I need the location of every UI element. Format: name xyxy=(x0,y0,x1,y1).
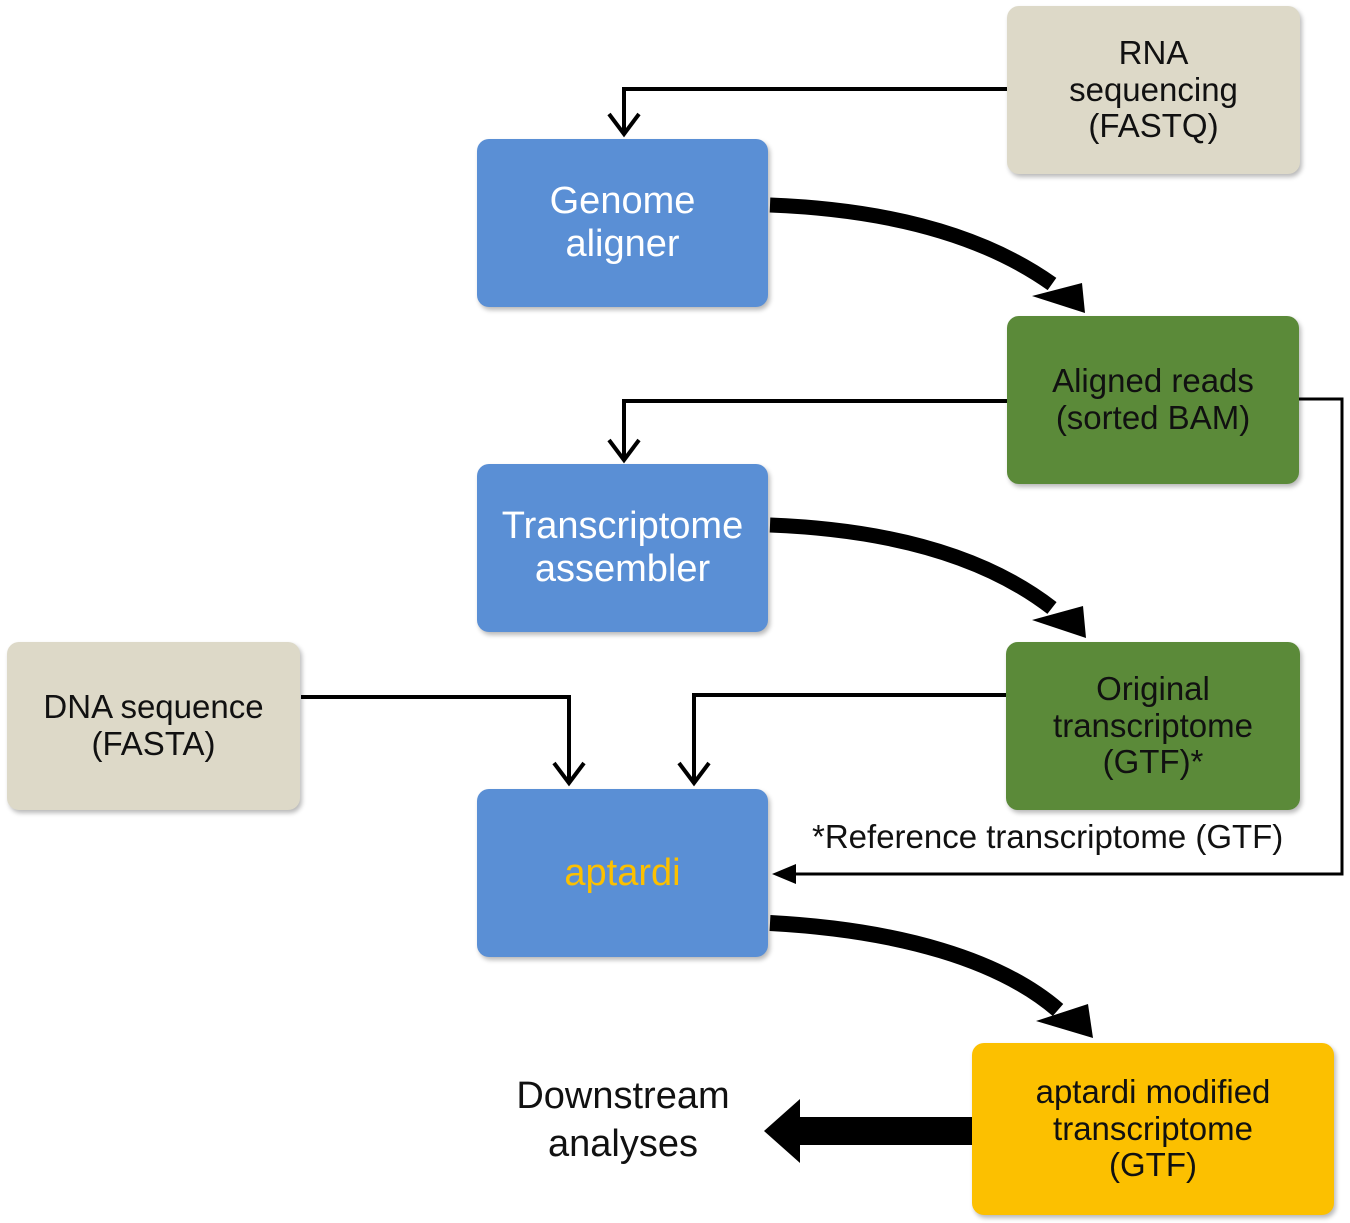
arrow-reads-to-aptardi-head xyxy=(772,864,796,884)
arrow-assembler-to-original-head xyxy=(1032,606,1086,638)
transcriptome-assembler-line-1: Transcriptome xyxy=(501,505,744,548)
original-transcriptome-line-3: (GTF)* xyxy=(1102,743,1204,781)
original-transcriptome-node: Original transcriptome (GTF)* xyxy=(1006,642,1300,810)
rna-sequencing-line-1: RNA xyxy=(1118,33,1189,71)
genome-aligner-line-2: aligner xyxy=(565,223,680,265)
modified-transcriptome-node: aptardi modified transcriptome (GTF) xyxy=(972,1043,1334,1215)
rna-sequencing-node: RNA sequencing (FASTQ) xyxy=(1007,6,1300,174)
arrow-rna-to-aligner-head xyxy=(607,112,641,138)
arrow-reads-to-assembler xyxy=(622,399,1007,457)
arrow-reads-to-assembler-head xyxy=(607,438,641,464)
modified-transcriptome-line-1: aptardi modified xyxy=(1035,1072,1271,1110)
arrow-original-to-aptardi xyxy=(692,693,1006,780)
dna-sequence-line-2: (FASTA) xyxy=(91,725,216,762)
transcriptome-assembler-node: Transcriptome assembler xyxy=(477,464,768,632)
original-transcriptome-line-1: Original xyxy=(1096,669,1210,707)
arrow-aligner-to-reads-head xyxy=(1032,283,1085,313)
downstream-line-2: analyses xyxy=(548,1122,698,1165)
modified-transcriptome-line-2: transcriptome xyxy=(1053,1109,1253,1147)
transcriptome-assembler-line-2: assembler xyxy=(534,548,711,590)
rna-sequencing-line-3: (FASTQ) xyxy=(1088,107,1219,145)
dna-sequence-line-1: DNA sequence xyxy=(43,688,264,726)
downstream-analyses-label: Downstream analyses xyxy=(498,1073,748,1168)
aligned-reads-line-1: Aligned reads xyxy=(1052,362,1254,400)
rna-sequencing-line-2: sequencing xyxy=(1069,70,1238,108)
genome-aligner-line-1: Genome xyxy=(549,180,696,223)
aptardi-label: aptardi xyxy=(564,851,681,894)
original-transcriptome-line-2: transcriptome xyxy=(1053,706,1253,744)
arrow-dna-to-aptardi xyxy=(301,695,571,780)
arrow-original-to-aptardi-head xyxy=(677,761,711,787)
genome-aligner-node: Genome aligner xyxy=(477,139,768,307)
aptardi-node: aptardi xyxy=(477,789,768,957)
downstream-line-1: Downstream xyxy=(516,1075,730,1117)
arrow-modified-to-downstream xyxy=(764,1099,972,1163)
arrow-aptardi-to-modified-head xyxy=(1036,1004,1093,1038)
arrow-rna-to-aligner xyxy=(622,87,1007,132)
arrow-reads-to-aptardi xyxy=(790,397,1344,876)
arrow-assembler-to-original xyxy=(769,517,1057,614)
reference-transcriptome-note: *Reference transcriptome (GTF) xyxy=(812,818,1284,855)
arrow-aligner-to-reads xyxy=(769,197,1057,291)
arrow-aptardi-to-modified xyxy=(769,915,1064,1017)
arrow-dna-to-aptardi-head xyxy=(552,761,586,787)
aligned-reads-line-2: (sorted BAM) xyxy=(1055,399,1251,436)
modified-transcriptome-line-3: (GTF) xyxy=(1109,1146,1197,1184)
dna-sequence-node: DNA sequence (FASTA) xyxy=(7,642,300,810)
aligned-reads-node: Aligned reads (sorted BAM) xyxy=(1007,316,1299,484)
